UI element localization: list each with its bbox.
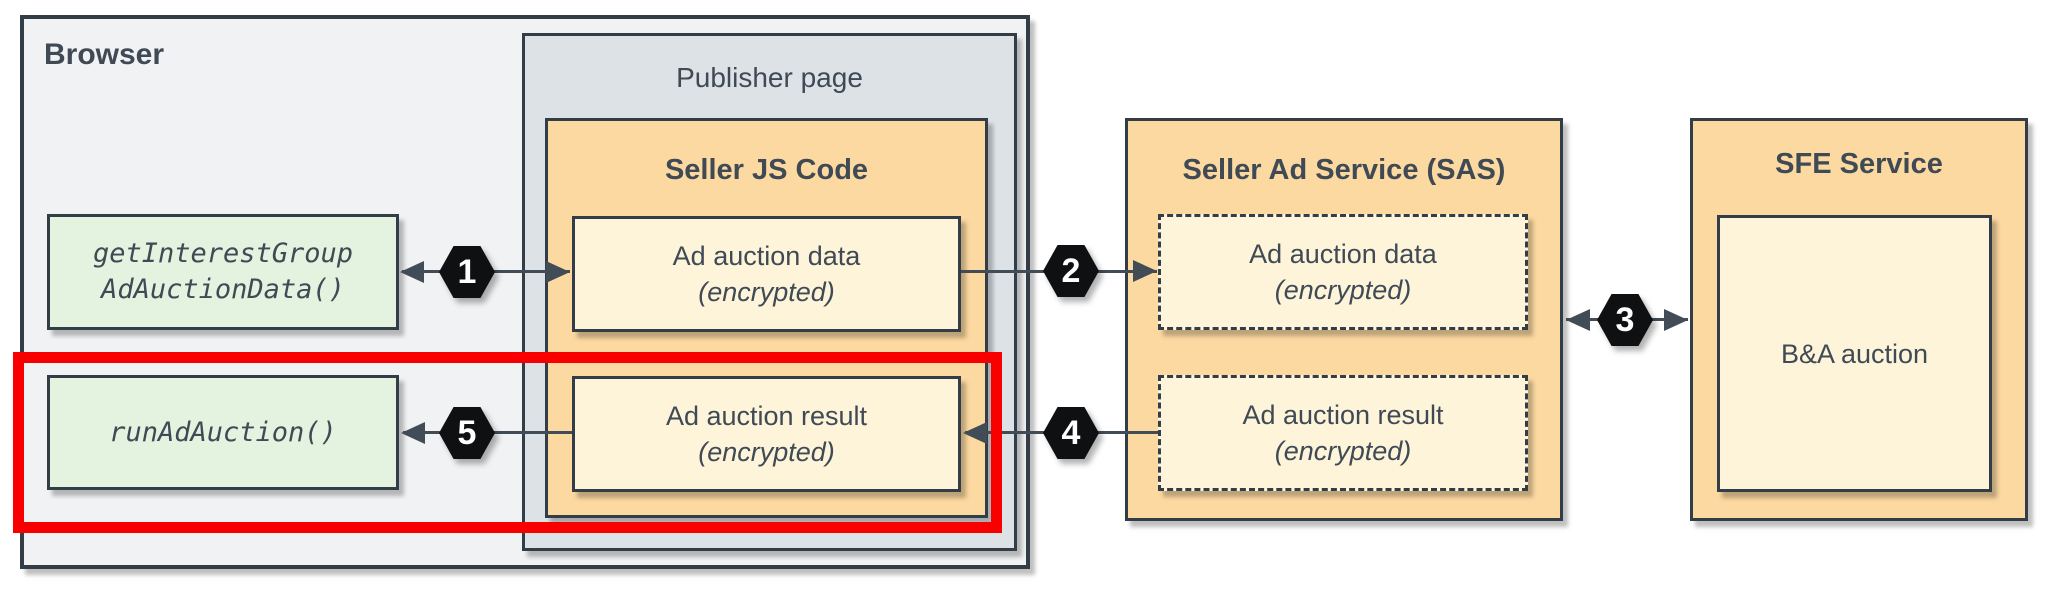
arrow-1-left-arrowhead-icon	[400, 261, 424, 283]
sfe-service-title: SFE Service	[1775, 148, 1943, 180]
step-3-badge: 3	[1597, 294, 1653, 346]
ad-auction-data-sas-line1: Ad auction data	[1249, 239, 1437, 269]
ba-auction-box: B&A auction	[1717, 215, 1992, 492]
ad-auction-data-sas-line2: (encrypted)	[1274, 275, 1412, 305]
ad-auction-result-sas-line1: Ad auction result	[1242, 400, 1444, 430]
browser-label: Browser	[44, 38, 165, 71]
arrow-3-left-arrowhead-icon	[1566, 309, 1590, 331]
ad-auction-result-box-js: Ad auction result (encrypted)	[572, 376, 961, 492]
run-ad-auction-box: runAdAuction()	[47, 375, 399, 490]
get-interest-group-line2: AdAuctionData()	[101, 274, 345, 305]
arrow-2-right-arrowhead-icon	[1133, 260, 1157, 282]
ad-auction-result-js-line2: (encrypted)	[698, 437, 835, 467]
get-interest-group-line1: getInterestGroup	[92, 238, 354, 269]
arrow-5-left-arrowhead-icon	[401, 422, 425, 444]
ad-auction-data-js-line2: (encrypted)	[698, 277, 835, 307]
arrow-1-right-arrowhead-icon	[546, 261, 570, 283]
seller-ad-service-title: Seller Ad Service (SAS)	[1182, 154, 1506, 186]
step-2-badge: 2	[1043, 245, 1099, 297]
arrow-4-left-arrowhead-icon	[963, 422, 987, 444]
ad-auction-result-sas-line2: (encrypted)	[1274, 436, 1412, 466]
step-4-badge: 4	[1043, 407, 1099, 459]
ad-auction-result-box-sas: Ad auction result (encrypted)	[1158, 375, 1528, 491]
ba-auction-label: B&A auction	[1780, 338, 1929, 369]
get-interest-group-ad-auction-data-box: getInterestGroup AdAuctionData()	[47, 214, 399, 330]
ad-auction-data-js-line1: Ad auction data	[672, 241, 861, 271]
ad-auction-data-box-js: Ad auction data (encrypted)	[572, 216, 961, 332]
seller-js-code-title: Seller JS Code	[664, 154, 869, 186]
publisher-page-label: Publisher page	[676, 62, 863, 93]
highlight-rectangle	[13, 352, 1002, 533]
ad-auction-result-js-line1: Ad auction result	[665, 401, 868, 431]
ad-auction-data-box-sas: Ad auction data (encrypted)	[1158, 214, 1528, 330]
run-ad-auction-label: runAdAuction()	[109, 416, 337, 448]
arrow-3-right-arrowhead-icon	[1664, 309, 1688, 331]
